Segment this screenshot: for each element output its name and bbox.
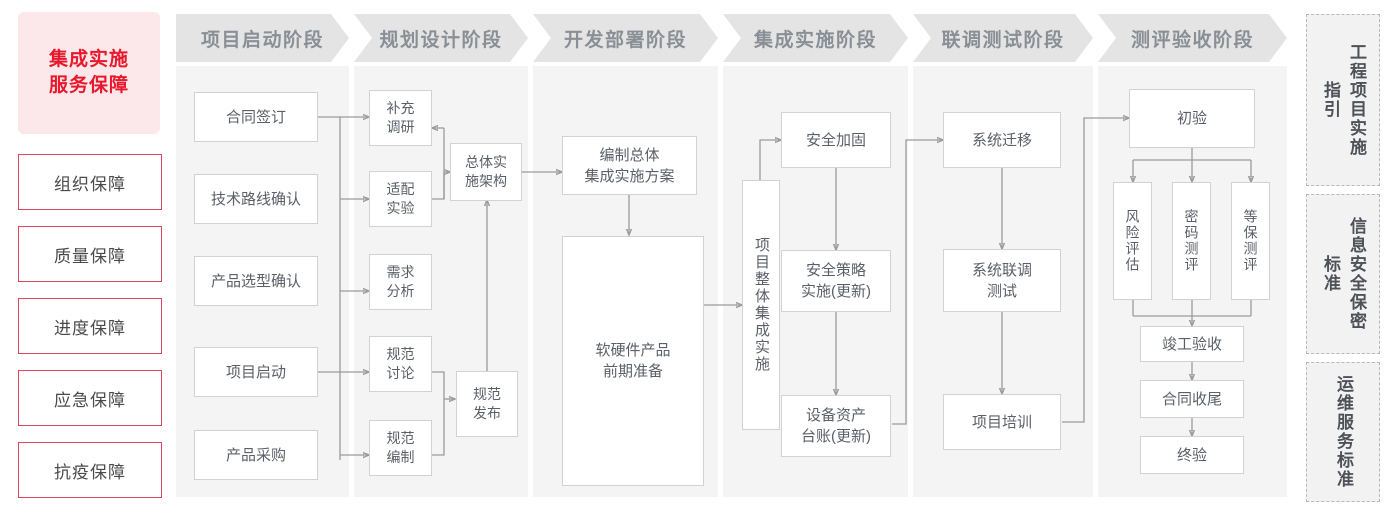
node-label-line-1: 编制总体	[599, 146, 660, 164]
node-label-line-1: 规范	[473, 386, 501, 402]
node-standard-release[interactable]: 规范 发布	[456, 371, 518, 437]
node-label-line-1: 安全策略	[805, 262, 866, 279]
standard-card-ops-service[interactable]: 运维服务标准	[1306, 362, 1380, 502]
left-sidebar: 集成实施 服务保障 组织保障 质量保障 进度保障 应急保障 抗疫保障	[18, 12, 162, 502]
node-preliminary-acceptance[interactable]: 初验	[1129, 89, 1255, 148]
phase-header-4[interactable]: 集成实施阶段	[723, 14, 908, 62]
node-label-line-1: 规范	[386, 346, 415, 362]
node-label-line-2: 分析	[386, 283, 415, 299]
node-completion-acceptance[interactable]: 竣工验收	[1140, 326, 1244, 362]
node-project-kickoff[interactable]: 项目启动	[194, 347, 318, 397]
node-compile-overall-integration-plan[interactable]: 编制总体 集成实施方案	[562, 136, 697, 195]
node-label-line-1: 总体实	[465, 154, 507, 170]
node-product-selection[interactable]: 产品选型确认	[194, 256, 318, 306]
phase-header-2[interactable]: 规划设计阶段	[354, 14, 528, 62]
node-equipment-asset-ledger[interactable]: 设备资产 台账(更新)	[781, 395, 891, 457]
node-tech-route-confirm[interactable]: 技术路线确认	[194, 174, 318, 224]
node-product-procurement[interactable]: 产品采购	[194, 430, 318, 480]
node-hardware-software-preparation[interactable]: 软硬件产品 前期准备	[562, 236, 704, 486]
node-supplementary-research[interactable]: 补充 调研	[369, 90, 432, 146]
node-label-line-1: 系统联调	[971, 261, 1032, 279]
node-risk-assessment[interactable]: 风险评估	[1113, 182, 1152, 300]
phase-header-3[interactable]: 开发部署阶段	[533, 14, 718, 62]
node-adaptation-experiment[interactable]: 适配 实验	[369, 171, 432, 227]
node-contract-signing[interactable]: 合同签订	[194, 92, 318, 142]
node-standard-discussion[interactable]: 规范 讨论	[369, 336, 432, 392]
node-security-policy-implementation[interactable]: 安全策略 实施(更新)	[781, 250, 891, 312]
diagram-title-card: 集成实施 服务保障	[18, 12, 160, 134]
node-label-line-1: 规范	[386, 430, 415, 446]
node-label-line-2: 施架构	[465, 173, 507, 189]
phase-header-6[interactable]: 测评验收阶段	[1098, 14, 1287, 62]
node-label-line-2: 实验	[386, 200, 415, 216]
node-label-line-2: 发布	[473, 405, 501, 421]
node-standard-drafting[interactable]: 规范 编制	[369, 420, 432, 476]
guarantee-item-epidemic[interactable]: 抗疫保障	[18, 442, 162, 498]
node-requirement-analysis[interactable]: 需求 分析	[369, 254, 432, 310]
standard-card-engineering-guide[interactable]: 工程项目实施指引	[1306, 14, 1380, 186]
node-final-acceptance[interactable]: 终验	[1140, 436, 1244, 474]
guarantee-item-emergency[interactable]: 应急保障	[18, 370, 162, 426]
node-system-migration[interactable]: 系统迁移	[943, 112, 1061, 168]
phase-header-1[interactable]: 项目启动阶段	[176, 14, 349, 62]
standard-card-label: 工程项目实施指引	[1321, 43, 1366, 157]
guarantee-item-quality[interactable]: 质量保障	[18, 226, 162, 282]
guarantee-item-schedule[interactable]: 进度保障	[18, 298, 162, 354]
node-system-joint-debug-test[interactable]: 系统联调 测试	[943, 249, 1061, 312]
standard-card-label: 信息安全保密标准	[1321, 217, 1366, 331]
node-label-line-1: 软硬件产品	[595, 342, 671, 359]
node-contract-closeout[interactable]: 合同收尾	[1140, 380, 1244, 418]
diagram-title: 集成实施 服务保障	[49, 47, 129, 99]
node-label-line-2: 前期准备	[602, 363, 663, 380]
node-label-line-1: 适配	[386, 181, 415, 197]
node-label-line-2: 测试	[986, 282, 1017, 300]
node-cryptography-evaluation[interactable]: 密码测评	[1172, 182, 1211, 300]
node-classified-protection-evaluation[interactable]: 等保测评	[1231, 182, 1270, 300]
guarantee-item-organization[interactable]: 组织保障	[18, 154, 162, 210]
diagram-title-line-2: 服务保障	[48, 75, 129, 96]
node-security-hardening[interactable]: 安全加固	[781, 112, 891, 168]
node-label-line-1: 补充	[386, 100, 415, 116]
node-label-line-2: 台账(更新)	[801, 428, 871, 445]
node-label-line-2: 调研	[386, 119, 415, 135]
diagram-title-line-1: 集成实施	[48, 49, 129, 70]
node-label-line-2: 编制	[386, 449, 415, 465]
node-label-line-2: 讨论	[386, 365, 415, 381]
standard-card-label: 运维服务标准	[1334, 375, 1353, 489]
phase-header-5[interactable]: 联调测试阶段	[913, 14, 1093, 62]
node-overall-implementation-architecture[interactable]: 总体实 施架构	[450, 143, 522, 201]
node-label-line-2: 实施(更新)	[801, 283, 871, 300]
node-project-training[interactable]: 项目培训	[943, 394, 1061, 450]
node-label-line-1: 设备资产	[805, 407, 866, 424]
node-overall-project-integration[interactable]: 项目整体集成实施	[742, 180, 780, 430]
node-label-line-1: 需求	[386, 264, 415, 280]
standard-card-infosec[interactable]: 信息安全保密标准	[1306, 194, 1380, 354]
node-label-line-2: 集成实施方案	[584, 167, 675, 185]
